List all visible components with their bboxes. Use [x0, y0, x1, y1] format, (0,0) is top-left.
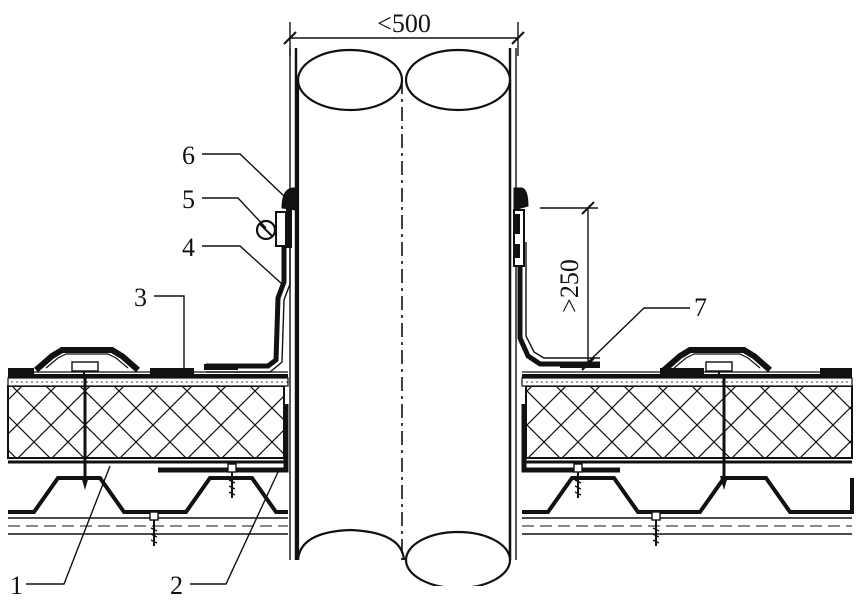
callout-leaders	[26, 153, 690, 585]
dimension-pipe-width	[283, 22, 525, 56]
callout-7: 7	[694, 293, 707, 322]
pipe-collar-fixings	[255, 187, 529, 338]
callout-6: 6	[182, 141, 195, 170]
left-roof-assembly	[7, 242, 291, 546]
right-roof-assembly	[517, 242, 854, 546]
callout-3: 3	[134, 283, 147, 312]
callout-5: 5	[182, 185, 195, 214]
pipe-width-dimension-label: <500	[377, 9, 431, 38]
callout-2: 2	[170, 571, 183, 600]
flashing-height-dimension-label: >250	[555, 259, 584, 313]
pipe-group	[289, 48, 517, 602]
callout-4: 4	[182, 233, 195, 262]
callout-1: 1	[10, 571, 23, 600]
dimension-flashing-height	[540, 201, 598, 371]
